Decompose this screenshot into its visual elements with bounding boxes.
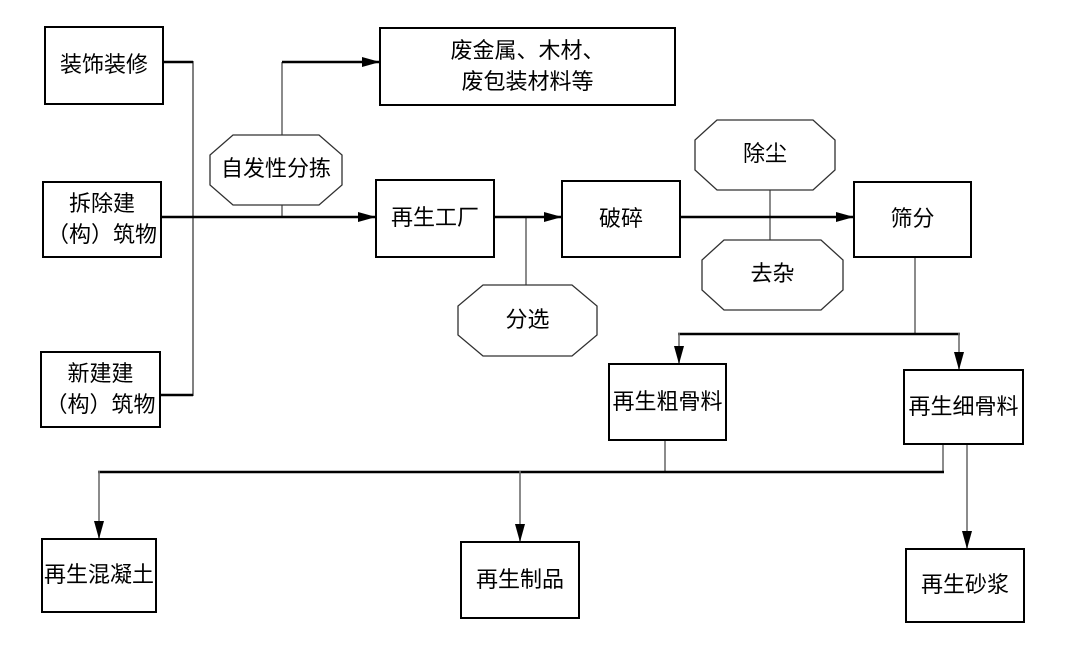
octagon-dust-removal: 除尘 [695,120,835,190]
node-recycled-mortar: 再生砂浆 [905,548,1025,623]
node-label-line2: （构）筑物 [46,222,157,248]
octagon-label: 分选 [505,307,550,333]
node-label-line1: 拆除建 [68,191,135,217]
node-label: 破碎 [598,206,643,232]
octagon-sorting: 分选 [458,285,597,356]
connector-stubs [281,62,944,473]
node-label-line2: （构）筑物 [45,392,156,418]
node-label: 再生砂浆 [920,573,1009,598]
octagon-impurity-removal: 去杂 [702,240,843,310]
node-decoration-renovation: 装饰装修 [44,26,164,105]
node-label: 筛分 [890,207,935,232]
node-crushing: 破碎 [561,180,681,258]
node-label: 装饰装修 [59,53,148,78]
node-fine-aggregate: 再生细骨料 [903,369,1024,445]
node-label-line2: 废包装材料等 [461,69,594,95]
octagon-shape-impurity-removal [701,239,844,311]
octagon-label: 去杂 [750,262,795,287]
node-label-line1: 新建建 [67,361,134,387]
octagon-shape-spontaneous-sorting [209,134,343,206]
node-label-line1: 废金属、木材、 [450,38,605,64]
octagon-shapes [209,119,844,357]
main-flow-lines [98,60,960,474]
octagon-label: 自发性分拣 [220,157,331,182]
octagon-shape-dust-removal [694,119,836,191]
node-waste-materials: 废金属、木材、 废包装材料等 [379,27,676,106]
node-label: 再生制品 [475,567,564,593]
node-label: 再生细骨料 [908,394,1019,420]
drop-arrows [94,333,972,549]
node-new-structures: 新建建 （构）筑物 [40,351,161,428]
node-label: 再生粗骨料 [612,389,723,415]
node-recycled-products: 再生制品 [460,541,580,619]
node-recycling-plant: 再生工厂 [375,179,495,258]
node-coarse-aggregate: 再生粗骨料 [608,363,727,441]
node-label: 再生混凝土 [43,563,154,588]
node-screening: 筛分 [853,181,972,258]
node-demolished-structures: 拆除建 （构）筑物 [42,181,162,258]
octagon-spontaneous-sorting: 自发性分拣 [210,135,342,205]
flow-arrows [162,57,854,222]
node-label: 再生工厂 [390,206,479,231]
octagon-label: 除尘 [742,142,787,167]
octagon-shape-sorting [457,284,598,357]
node-recycled-concrete: 再生混凝土 [41,538,157,613]
